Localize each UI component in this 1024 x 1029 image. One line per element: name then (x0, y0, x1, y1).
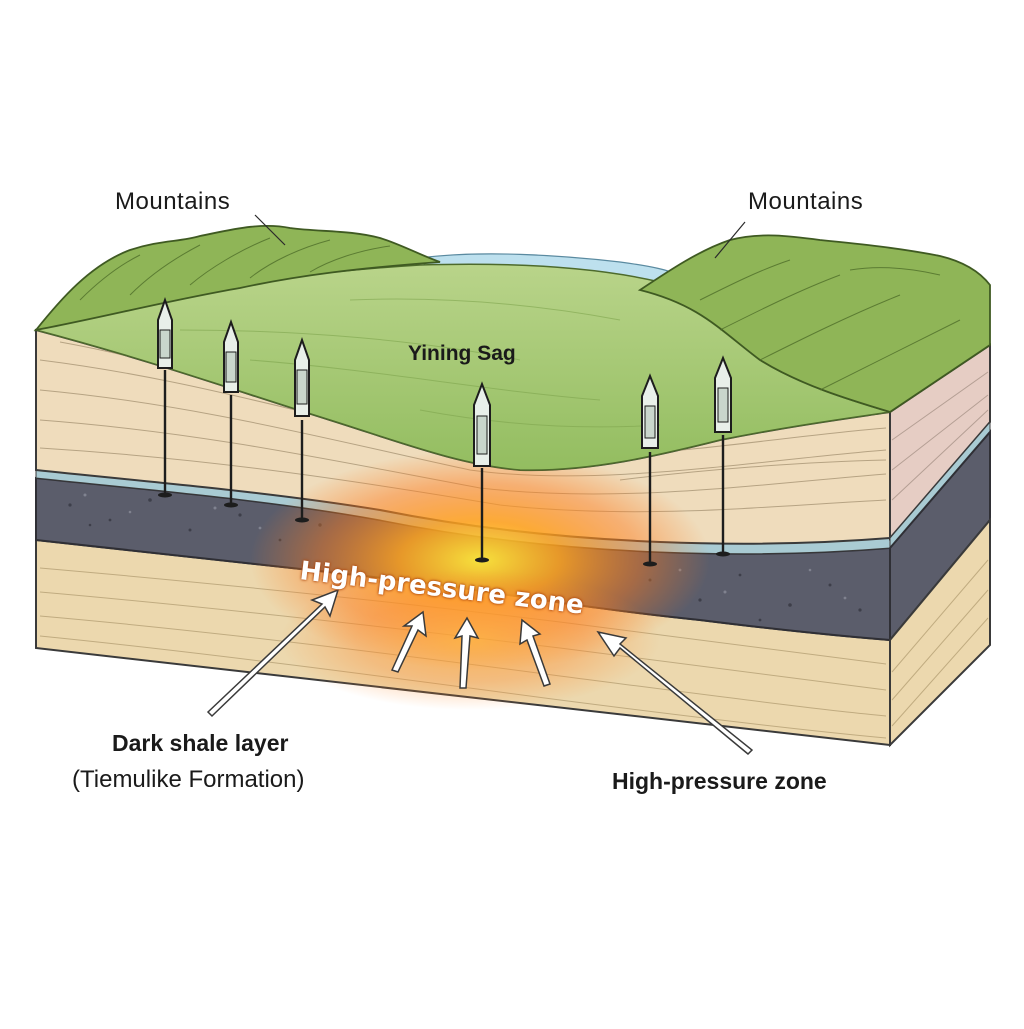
label-basin: Yining Sag (408, 342, 516, 365)
wells (157, 296, 732, 567)
leader-mountains-right (714, 221, 746, 259)
pointer-shale (206, 588, 340, 718)
label-shale-subtitle: (Tiemulike Formation) (72, 766, 305, 793)
up-arrow-3 (519, 618, 551, 687)
label-high-pressure: High-pressure zone (612, 768, 827, 794)
callouts (206, 214, 754, 756)
top-surface (33, 225, 991, 471)
pointer-high-pressure (596, 630, 754, 756)
label-mountains-right: Mountains (748, 188, 864, 215)
leader-mountains-left (254, 214, 286, 246)
well-6 (714, 355, 732, 557)
well-5 (641, 373, 659, 567)
pressure-arrows (390, 610, 551, 689)
well-3 (294, 336, 310, 523)
label-shale-title: Dark shale layer (112, 730, 289, 756)
up-arrow-1 (390, 610, 427, 673)
up-arrow-2 (453, 616, 480, 689)
well-1 (157, 296, 173, 498)
left-mountains (33, 225, 441, 332)
label-mountains-left: Mountains (115, 188, 231, 215)
side-face (889, 343, 991, 748)
well-4 (473, 381, 491, 563)
well-2 (223, 318, 239, 508)
